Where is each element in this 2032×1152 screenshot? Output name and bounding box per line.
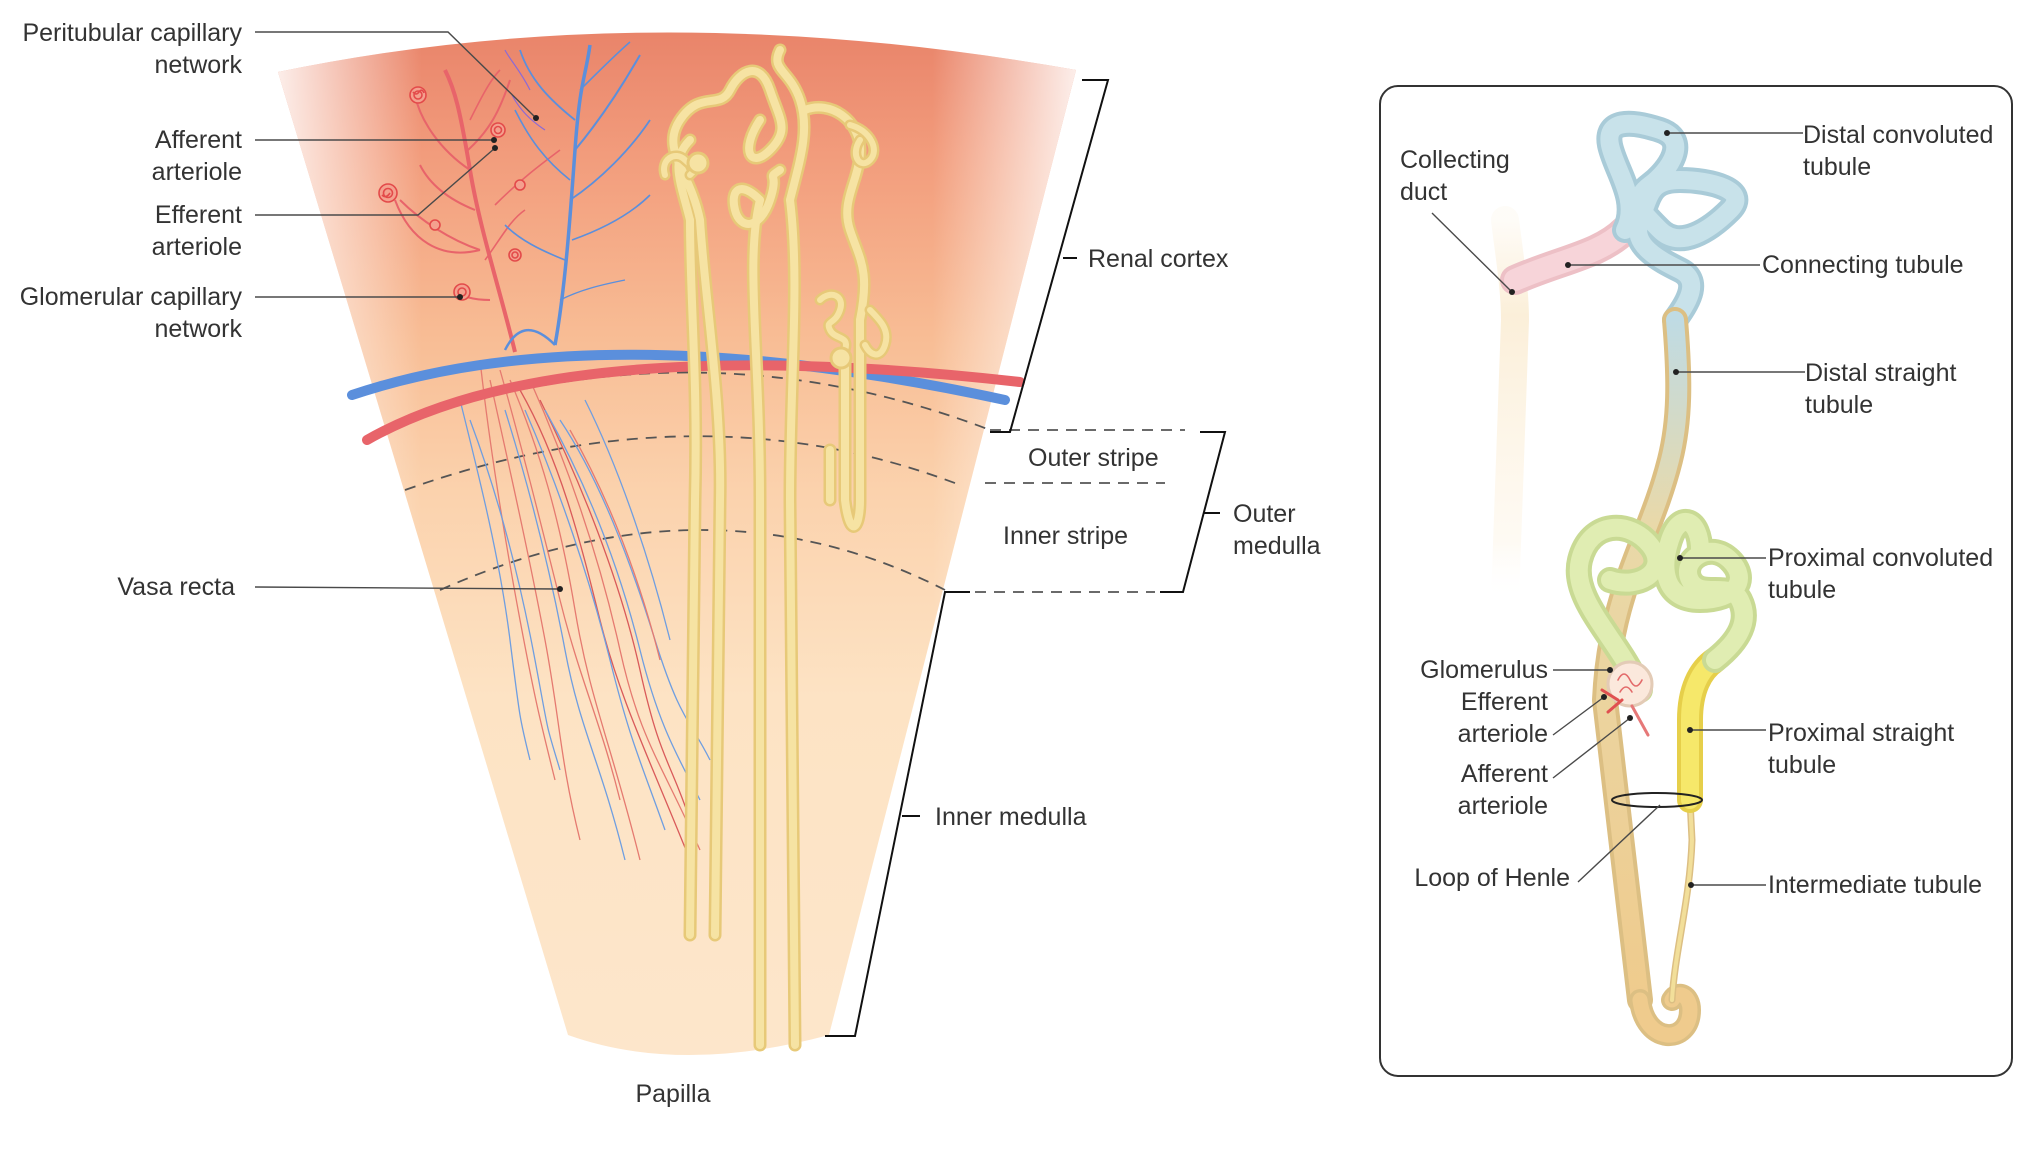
label-pct-2: tubule xyxy=(1768,576,1836,604)
label-renal-cortex: Renal cortex xyxy=(1088,245,1229,273)
label-glomerular-1: Glomerular capillary xyxy=(20,283,243,311)
label-outer-stripe: Outer stripe xyxy=(1028,444,1159,472)
arcuate-vessels xyxy=(347,349,1025,445)
inner-medulla-bracket xyxy=(825,591,970,1037)
label-afferent-1: Afferent xyxy=(155,126,242,154)
label-collecting-2: duct xyxy=(1400,178,1447,206)
right-leaders xyxy=(1431,130,1805,888)
label-connecting: Connecting tubule xyxy=(1762,251,1964,279)
label-peritubular-1: Peritubular capillary xyxy=(22,19,242,47)
label-dct-1: Distal convoluted xyxy=(1803,121,1993,149)
cortex-boundary-line xyxy=(379,371,991,431)
label-loop-of-henle: Loop of Henle xyxy=(1414,864,1570,892)
label-eff-1: Efferent xyxy=(1461,688,1548,716)
zone-brackets xyxy=(825,79,1227,1037)
cortical-veins xyxy=(503,41,651,351)
label-intermediate: Intermediate tubule xyxy=(1768,871,1982,899)
label-glomerular-2: network xyxy=(154,315,242,343)
label-inner-stripe: Inner stripe xyxy=(1003,522,1128,550)
cortical-glomeruli xyxy=(378,86,526,301)
label-outer-medulla-2: medulla xyxy=(1233,532,1321,560)
label-dct-2: tubule xyxy=(1803,153,1871,181)
label-outer-medulla-1: Outer xyxy=(1233,500,1296,528)
label-aff-2: arteriole xyxy=(1458,792,1548,820)
label-aff-1: Afferent xyxy=(1461,760,1548,788)
renal-cortex-bracket xyxy=(990,79,1110,433)
cone-tubules xyxy=(658,43,892,1052)
vasa-recta xyxy=(459,359,711,861)
left-labels: Peritubular capillary network Afferent a… xyxy=(20,19,1321,1108)
label-pst-2: tubule xyxy=(1768,751,1836,779)
label-peritubular-2: network xyxy=(154,51,242,79)
label-pst-1: Proximal straight xyxy=(1768,719,1954,747)
label-dst-1: Distal straight xyxy=(1805,359,1956,387)
label-efferent-2: arteriole xyxy=(152,233,242,261)
kidney-cone xyxy=(278,32,1076,1055)
label-vasa-recta: Vasa recta xyxy=(117,573,235,601)
glomerulus xyxy=(1606,660,1654,708)
label-papilla: Papilla xyxy=(635,1080,710,1108)
distal-convoluted-tubule xyxy=(1600,114,1745,329)
loop-bottom xyxy=(1632,987,1698,1043)
label-pct-1: Proximal convoluted xyxy=(1768,544,1993,572)
label-dst-2: tubule xyxy=(1805,391,1873,419)
label-afferent-2: arteriole xyxy=(152,158,242,186)
label-efferent-1: Efferent xyxy=(155,201,242,229)
nephron-inset xyxy=(1491,110,1757,1046)
right-labels: Collecting duct Distal convoluted tubule… xyxy=(1400,121,1993,899)
inner-medulla-boundary-line xyxy=(439,529,946,591)
left-leaders xyxy=(254,31,563,592)
intermediate-tubule xyxy=(1670,798,1694,1002)
label-glomerulus: Glomerulus xyxy=(1420,656,1548,684)
proximal-convoluted-tubule xyxy=(1569,513,1753,699)
label-inner-medulla: Inner medulla xyxy=(935,803,1087,831)
label-collecting-1: Collecting xyxy=(1400,146,1510,174)
label-eff-2: arteriole xyxy=(1458,720,1548,748)
